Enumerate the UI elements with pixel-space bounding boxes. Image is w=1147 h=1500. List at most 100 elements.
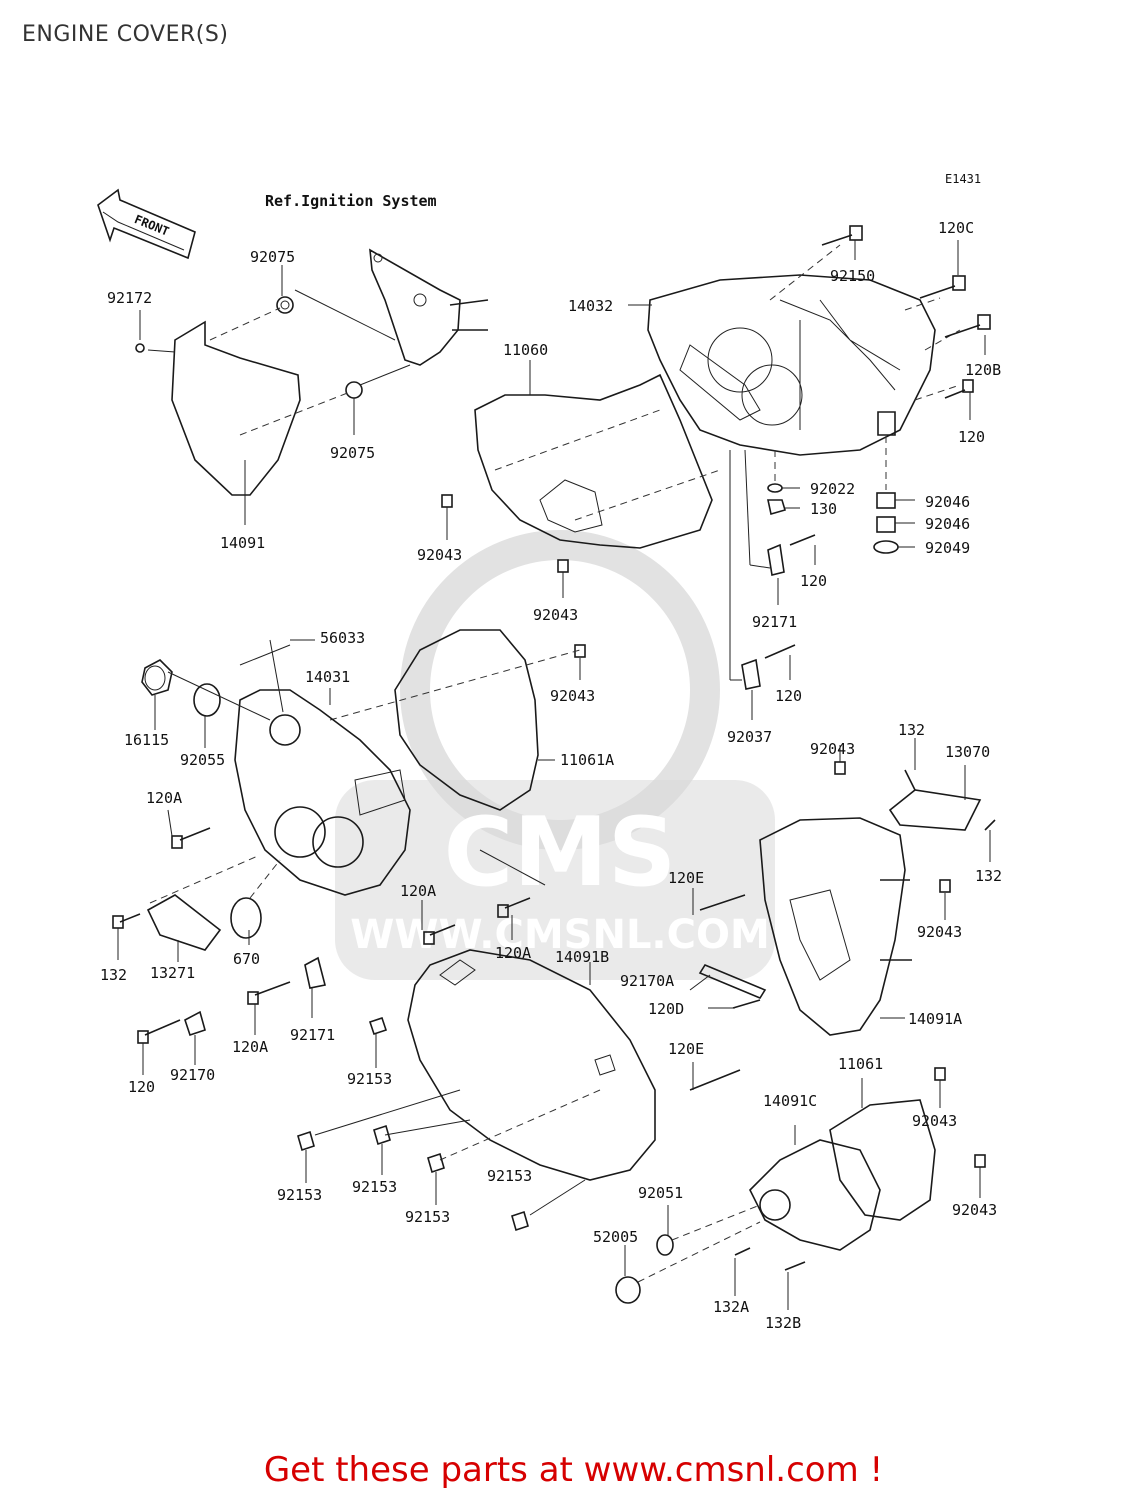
callout-56033: 56033 xyxy=(320,629,365,647)
watermark-url: WWW.CMSNL.COM xyxy=(350,912,770,958)
callout-92153: 92153 xyxy=(405,1208,450,1226)
bolt-92150 xyxy=(821,225,863,246)
callout-92153: 92153 xyxy=(352,1178,397,1196)
dowel-92043-b xyxy=(557,559,569,573)
watermark: CMS WWW.CMSNL.COM xyxy=(335,530,775,980)
bolt-132-left xyxy=(112,913,141,929)
dowel-92043-g xyxy=(974,1154,986,1168)
callout-52005: 52005 xyxy=(593,1228,638,1246)
dowel-92043-f xyxy=(934,1067,946,1081)
clamp-92170 xyxy=(184,1010,206,1037)
callout-120: 120 xyxy=(800,572,827,590)
callout-14032: 14032 xyxy=(568,297,613,315)
callout-132: 132 xyxy=(975,867,1002,885)
clamp-92171-upper xyxy=(744,449,816,576)
callout-92075: 92075 xyxy=(330,444,375,462)
watermark-brand: CMS xyxy=(444,798,677,908)
part-14091B-cover xyxy=(314,949,656,1216)
callout-92043: 92043 xyxy=(417,546,462,564)
exploded-parts-diagram: CMS WWW.CMSNL.COM E1431 Ref.Ignition Sys… xyxy=(97,172,1002,1332)
callout-13070: 13070 xyxy=(945,743,990,761)
washer-92022 xyxy=(767,450,783,493)
page-title: ENGINE COVER(S) xyxy=(22,22,229,47)
diagram-code: E1431 xyxy=(945,172,981,186)
part-14031-cover xyxy=(234,639,411,896)
bolt-120A-center xyxy=(423,924,456,945)
ref-ignition-note: Ref.Ignition System xyxy=(265,192,437,210)
part-14091A-cover xyxy=(689,817,912,1091)
callout-16115: 16115 xyxy=(124,731,169,749)
callout-92037: 92037 xyxy=(727,728,772,746)
callout-132A: 132A xyxy=(713,1298,749,1316)
callout-120: 120 xyxy=(775,687,802,705)
callout-92171: 92171 xyxy=(752,613,797,631)
callout-92022: 92022 xyxy=(810,480,855,498)
part-14032-housing xyxy=(647,244,961,456)
part-670-oring xyxy=(230,897,262,939)
part-92055-oring xyxy=(193,683,221,717)
dowel-92043-a xyxy=(441,494,453,508)
callout-92043: 92043 xyxy=(533,606,578,624)
callout-120A: 120A xyxy=(400,882,436,900)
callout-92046: 92046 xyxy=(925,493,970,511)
watermark-plate xyxy=(335,780,775,980)
leader-lines xyxy=(117,240,991,1310)
callout-120A: 120A xyxy=(232,1038,268,1056)
callout-92043: 92043 xyxy=(912,1112,957,1130)
footer-promo[interactable]: Get these parts at www.cmsnl.com ! xyxy=(263,1450,884,1490)
bolt-132A xyxy=(734,1247,751,1256)
bolt-120A-right xyxy=(479,849,546,918)
callout-92075: 92075 xyxy=(250,248,295,266)
callout-120: 120 xyxy=(128,1078,155,1096)
callout-92171: 92171 xyxy=(290,1026,335,1044)
callout-120: 120 xyxy=(958,428,985,446)
bolt-120-top xyxy=(944,379,974,399)
callout-92150: 92150 xyxy=(830,267,875,285)
callout-120A: 120A xyxy=(146,789,182,807)
callout-132B: 132B xyxy=(765,1314,801,1332)
bolt-92153-a xyxy=(368,1016,388,1036)
bolt-120-lower xyxy=(137,1019,181,1044)
front-label: FRONT xyxy=(132,212,171,239)
part-16115-cap xyxy=(141,659,173,696)
seal-52005 xyxy=(615,1276,641,1304)
part-11061-gasket xyxy=(829,1078,936,1221)
bolt-92153-e xyxy=(511,1210,529,1232)
callout-92051: 92051 xyxy=(638,1184,683,1202)
ignition-bracket xyxy=(294,248,489,366)
bolt-92153-d xyxy=(427,1152,445,1174)
callout-132: 132 xyxy=(898,721,925,739)
bolt-120A-left xyxy=(171,827,211,849)
callout-92170: 92170 xyxy=(170,1066,215,1084)
clamp-92037 xyxy=(729,450,796,690)
callout-14091C: 14091C xyxy=(763,1092,817,1110)
callout-132: 132 xyxy=(100,966,127,984)
part-14091-cover xyxy=(135,296,411,496)
callout-92043: 92043 xyxy=(952,1201,997,1219)
seal-92051 xyxy=(656,1234,674,1256)
callout-14091: 14091 xyxy=(220,534,265,552)
callout-120D: 120D xyxy=(648,1000,684,1018)
callout-120E: 120E xyxy=(668,869,704,887)
bolt-92153-c xyxy=(373,1124,391,1146)
callout-92153: 92153 xyxy=(347,1070,392,1088)
callout-11061A: 11061A xyxy=(560,751,614,769)
callout-130: 130 xyxy=(810,500,837,518)
nut-130 xyxy=(767,499,786,516)
callout-120C: 120C xyxy=(938,219,974,237)
callout-92043: 92043 xyxy=(810,740,855,758)
callout-92153: 92153 xyxy=(277,1186,322,1204)
callout-92170A: 92170A xyxy=(620,972,674,990)
front-arrow: FRONT xyxy=(97,188,196,260)
part-13070-bracket xyxy=(888,769,996,831)
bolt-120C xyxy=(919,275,966,299)
callout-92043: 92043 xyxy=(917,923,962,941)
bolt-92153-b xyxy=(297,1130,315,1152)
dowel-92043-e xyxy=(939,879,951,893)
bolt-120B xyxy=(944,314,991,338)
part-11061A-gasket xyxy=(329,629,581,811)
callout-92046: 92046 xyxy=(925,515,970,533)
callout-120A: 120A xyxy=(495,944,531,962)
callout-92153: 92153 xyxy=(487,1167,532,1185)
callout-120E: 120E xyxy=(668,1040,704,1058)
